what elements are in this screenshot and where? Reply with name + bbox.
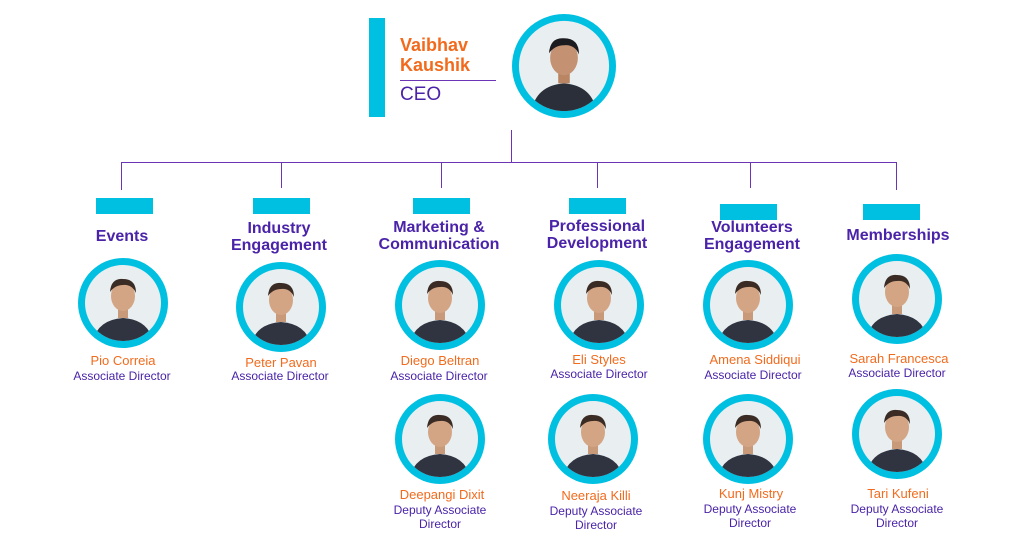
person-icon bbox=[555, 401, 631, 477]
member-name: Pio Correia bbox=[90, 353, 156, 368]
dept-heading-volunteers: Volunteers Engagement bbox=[703, 219, 800, 253]
dept-heading-events: Events bbox=[95, 228, 149, 245]
member-role: Associate Director bbox=[73, 369, 171, 383]
ceo-name: Vaibhav Kaushik bbox=[400, 35, 471, 75]
dept-heading-professional: Professional Development bbox=[546, 218, 648, 252]
avatar bbox=[852, 389, 942, 479]
member-name: Eli Styles bbox=[572, 352, 626, 367]
connector-marketing bbox=[441, 162, 442, 188]
avatar bbox=[703, 260, 793, 350]
person-icon bbox=[859, 261, 935, 337]
connector-horizontal bbox=[121, 162, 897, 163]
member-role: Deputy Associate Director bbox=[549, 504, 643, 532]
connector-volunteers bbox=[750, 162, 751, 188]
ceo-title: CEO bbox=[400, 84, 442, 105]
dept-tag bbox=[96, 198, 153, 214]
person-icon bbox=[710, 267, 786, 343]
member-role: Deputy Associate Director bbox=[393, 503, 487, 531]
dept-tag bbox=[569, 198, 626, 214]
member-role: Deputy Associate Director bbox=[850, 502, 944, 530]
avatar bbox=[703, 394, 793, 484]
member-role: Associate Director bbox=[390, 369, 488, 383]
member-name: Amena Siddiqui bbox=[709, 352, 801, 367]
person-icon bbox=[710, 401, 786, 477]
member-role: Associate Director bbox=[550, 367, 648, 381]
dept-tag bbox=[863, 204, 920, 220]
avatar bbox=[554, 260, 644, 350]
avatar bbox=[548, 394, 638, 484]
connector-memberships bbox=[896, 162, 897, 190]
person-icon bbox=[243, 269, 319, 345]
dept-heading-industry: Industry Engagement bbox=[230, 220, 327, 254]
member-role: Associate Director bbox=[848, 366, 946, 380]
connector-events bbox=[121, 162, 122, 190]
avatar bbox=[395, 394, 485, 484]
member-role: Associate Director bbox=[231, 369, 329, 383]
dept-tag bbox=[413, 198, 470, 214]
member-role: Associate Director bbox=[704, 368, 802, 382]
avatar bbox=[236, 262, 326, 352]
dept-heading-memberships: Memberships bbox=[846, 227, 950, 244]
person-icon bbox=[402, 267, 478, 343]
member-name: Kunj Mistry bbox=[718, 486, 784, 501]
avatar bbox=[78, 258, 168, 348]
dept-tag bbox=[720, 204, 777, 220]
member-name: Diego Beltran bbox=[400, 353, 480, 368]
person-icon bbox=[85, 265, 161, 341]
ceo-accent-bar bbox=[369, 18, 385, 117]
dept-heading-marketing: Marketing & Communication bbox=[378, 219, 500, 253]
avatar bbox=[852, 254, 942, 344]
dept-tag bbox=[253, 198, 310, 214]
connector-ceo-down bbox=[511, 130, 512, 162]
person-icon bbox=[518, 20, 610, 112]
connector-professional bbox=[597, 162, 598, 188]
connector-industry bbox=[281, 162, 282, 188]
person-icon bbox=[402, 401, 478, 477]
ceo-divider bbox=[400, 80, 496, 81]
member-name: Deepangi Dixit bbox=[399, 487, 485, 502]
person-icon bbox=[561, 267, 637, 343]
member-role: Deputy Associate Director bbox=[703, 502, 797, 530]
person-icon bbox=[859, 396, 935, 472]
member-name: Tari Kufeni bbox=[867, 486, 929, 501]
ceo-avatar bbox=[512, 14, 616, 118]
member-name: Peter Pavan bbox=[245, 355, 317, 370]
avatar bbox=[395, 260, 485, 350]
member-name: Sarah Francesca bbox=[849, 351, 949, 366]
member-name: Neeraja Killi bbox=[561, 488, 631, 503]
